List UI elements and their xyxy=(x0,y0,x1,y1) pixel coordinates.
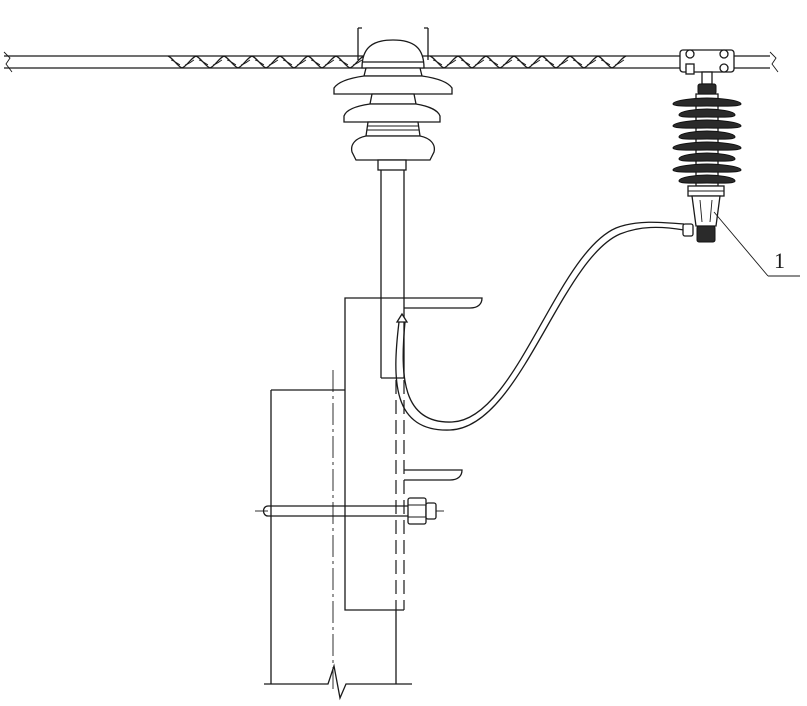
binding-wire-left xyxy=(167,55,365,69)
insulator-pin xyxy=(377,159,407,379)
pole xyxy=(264,370,412,701)
binding-wire-strand xyxy=(432,59,625,66)
arrester-shed xyxy=(672,163,742,173)
callout-number-1: 1 xyxy=(774,248,785,273)
arrester-shed xyxy=(672,97,742,107)
binding-wire-strand xyxy=(167,55,365,69)
binding-wire-strand xyxy=(170,59,363,66)
arrester-shed xyxy=(672,119,742,129)
binding-wire-strand xyxy=(429,55,627,69)
surge-arrester xyxy=(672,49,742,243)
arrester-shed xyxy=(678,152,736,162)
arrester-shed xyxy=(678,130,736,140)
binding-wire-right xyxy=(429,55,627,69)
arrester-shed xyxy=(678,174,736,184)
callout-1: 1 xyxy=(713,211,800,277)
through-bolt xyxy=(255,497,444,525)
arrester-shed xyxy=(672,141,742,151)
pin-insulator xyxy=(333,27,453,161)
mounting-plate xyxy=(344,297,483,611)
arrester-shed xyxy=(678,108,736,118)
ground-lead xyxy=(395,221,694,431)
